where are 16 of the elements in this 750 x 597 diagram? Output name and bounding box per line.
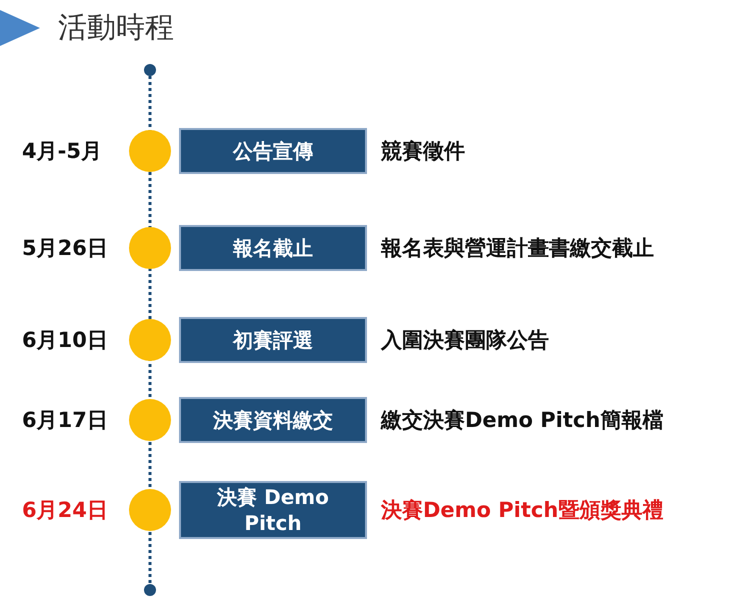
description-text: 決賽Demo Pitch暨頒獎典禮 [381, 497, 664, 524]
description-text: 競賽徵件 [381, 138, 465, 165]
milestone-box: 公告宣傳 [179, 128, 367, 174]
date-label: 6月17日 [22, 407, 108, 434]
description-text: 入圍決賽團隊公告 [381, 327, 549, 354]
milestone-box: 決賽 Demo Pitch [179, 481, 367, 539]
milestone-box: 初賽評選 [179, 317, 367, 363]
title: 活動時程 [58, 9, 174, 46]
milestone-box: 決賽資料繳交 [179, 397, 367, 443]
milestone-box: 報名截止 [179, 225, 367, 271]
date-label: 6月24日 [22, 497, 108, 524]
date-label: 6月10日 [22, 327, 108, 354]
date-label: 4月-5月 [22, 138, 102, 165]
date-label: 5月26日 [22, 235, 108, 262]
description-text: 繳交決賽Demo Pitch簡報檔 [381, 407, 664, 434]
description-text: 報名表與營運計畫書繳交截止 [381, 235, 654, 262]
